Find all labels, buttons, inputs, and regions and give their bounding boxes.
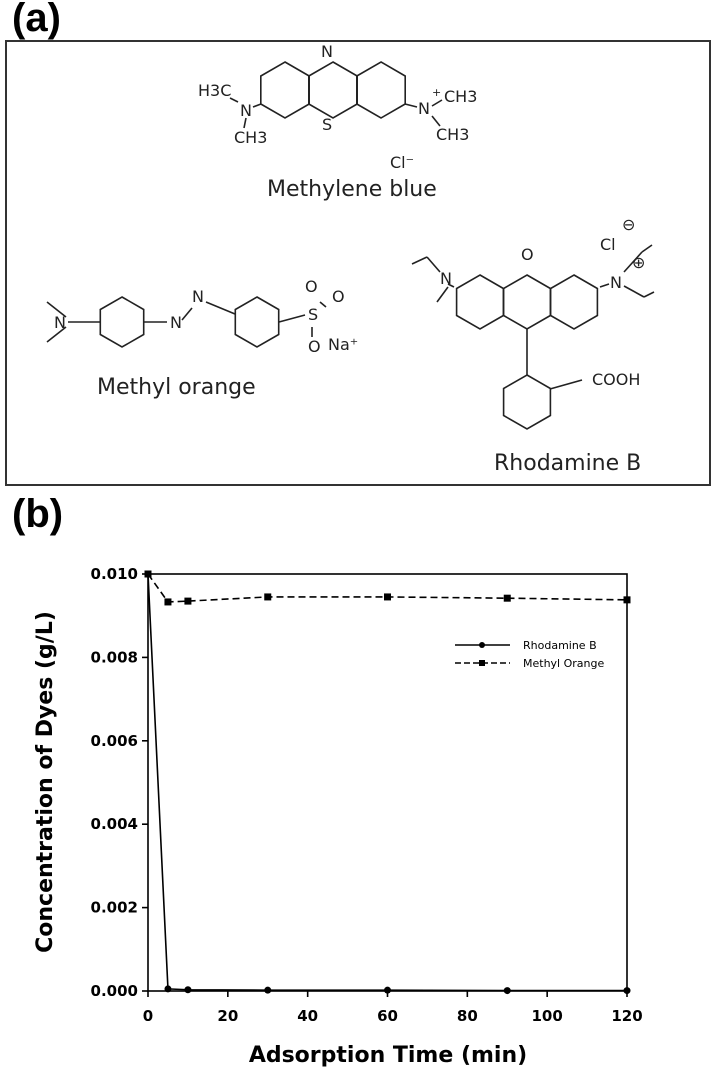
plot-frame	[147, 573, 628, 992]
adsorption-chart: 0 20 40 60 80 100 120 0.000 0.002 0.004 0.006 0.008…	[33, 565, 643, 1068]
mo-atom: N	[192, 287, 204, 306]
mo-ring	[99, 296, 145, 348]
methylene-blue-name: Methylene blue	[267, 177, 437, 202]
rb-ring	[549, 274, 599, 330]
data-point	[384, 593, 391, 601]
panel-a-label: (a)	[12, 0, 61, 40]
mb-atom: N	[321, 42, 333, 61]
rb-atom: ⊖	[622, 215, 635, 234]
legend-marker	[479, 660, 485, 666]
x-axis-label: Adsorption Time (min)	[249, 1043, 527, 1068]
chemical-structures: H3C N CH3 N S N + CH3 CH3 Cl⁻ N N N S O …	[46, 42, 655, 476]
bond	[46, 326, 67, 343]
y-tick-label: 0.010	[91, 565, 138, 583]
y-tick-label: 0.004	[91, 815, 138, 833]
bond	[641, 244, 653, 253]
bond	[404, 103, 418, 108]
mo-atom: O	[308, 337, 321, 356]
x-tick-label: 100	[532, 1007, 563, 1025]
mb-atom: N	[418, 99, 430, 118]
bond	[252, 103, 262, 108]
rb-atom: N	[610, 273, 622, 292]
bond	[426, 256, 441, 273]
bond	[411, 256, 428, 265]
x-tick-label: 80	[457, 1007, 478, 1025]
bond	[549, 379, 583, 390]
rb-atom: COOH	[592, 370, 640, 389]
bond	[623, 285, 645, 298]
legend-marker	[479, 642, 485, 648]
rb-atom: N	[440, 269, 452, 288]
mo-atom: N	[170, 313, 182, 332]
mo-atom: O	[332, 287, 345, 306]
mb-atom: N	[240, 101, 252, 120]
methyl-orange-name: Methyl orange	[97, 375, 256, 400]
bond	[46, 301, 67, 318]
y-axis-label: Concentration of Dyes (g/L)	[33, 611, 58, 953]
mb-ring	[355, 61, 407, 119]
mb-atom: CH3	[234, 128, 267, 147]
rb-ring	[502, 274, 552, 330]
bond	[181, 307, 193, 321]
data-point	[264, 986, 272, 994]
data-point	[184, 597, 192, 605]
bond	[205, 301, 236, 315]
rb-ring	[455, 274, 505, 330]
x-tick-label: 0	[143, 1007, 153, 1025]
mb-atom: S	[322, 115, 332, 134]
data-point	[164, 985, 172, 993]
x-tick-label: 120	[611, 1007, 642, 1025]
bond	[229, 97, 239, 103]
mb-atom: Cl⁻	[390, 153, 414, 172]
mb-atom: CH3	[444, 87, 477, 106]
mo-atom: O	[305, 277, 318, 296]
panel-b-label: (b)	[12, 492, 64, 536]
rb-atom: Cl	[600, 235, 616, 254]
x-tick-label: 20	[217, 1007, 238, 1025]
x-tick-label: 40	[297, 1007, 318, 1025]
mb-atom: +	[432, 86, 441, 99]
data-point	[184, 986, 192, 994]
data-point	[623, 596, 631, 604]
bond	[643, 291, 655, 298]
mb-ring	[307, 61, 359, 119]
rb-ring	[502, 374, 552, 430]
mb-atom: CH3	[436, 125, 469, 144]
y-tick-label: 0.006	[91, 732, 138, 750]
data-point	[164, 598, 172, 606]
bond	[599, 283, 610, 288]
bond	[431, 115, 441, 127]
bond	[436, 286, 449, 303]
bond	[447, 283, 455, 288]
mo-atom: Na⁺	[328, 335, 358, 354]
bond	[278, 314, 306, 323]
y-tick-label: 0.002	[91, 899, 138, 917]
data-point	[144, 570, 152, 578]
bond	[623, 251, 643, 273]
data-point	[264, 593, 272, 601]
legend-label: Rhodamine B	[523, 639, 597, 652]
legend-label: Methyl Orange	[523, 657, 604, 670]
mo-atom: S	[308, 305, 318, 324]
rhodamine-b-name: Rhodamine B	[494, 451, 641, 476]
panel-a-structures: H3C N CH3 N S N + CH3 CH3 Cl⁻ N N N S O …	[5, 40, 711, 486]
bond	[431, 99, 443, 107]
mb-atom: H3C	[198, 81, 231, 100]
mo-ring	[234, 296, 280, 348]
rb-atom: O	[521, 245, 534, 264]
rb-atom: ⊕	[632, 253, 645, 272]
data-point	[503, 594, 511, 602]
data-point	[384, 986, 391, 994]
data-point	[503, 987, 511, 995]
bond	[319, 301, 327, 308]
mb-ring	[259, 61, 311, 119]
mo-atom: N	[54, 313, 66, 332]
x-tick-label: 60	[377, 1007, 398, 1025]
bond	[243, 117, 247, 129]
series-line-0	[147, 573, 627, 992]
y-tick-label: 0.000	[91, 982, 138, 1000]
data-point	[623, 987, 631, 995]
y-tick-label: 0.008	[91, 648, 138, 666]
